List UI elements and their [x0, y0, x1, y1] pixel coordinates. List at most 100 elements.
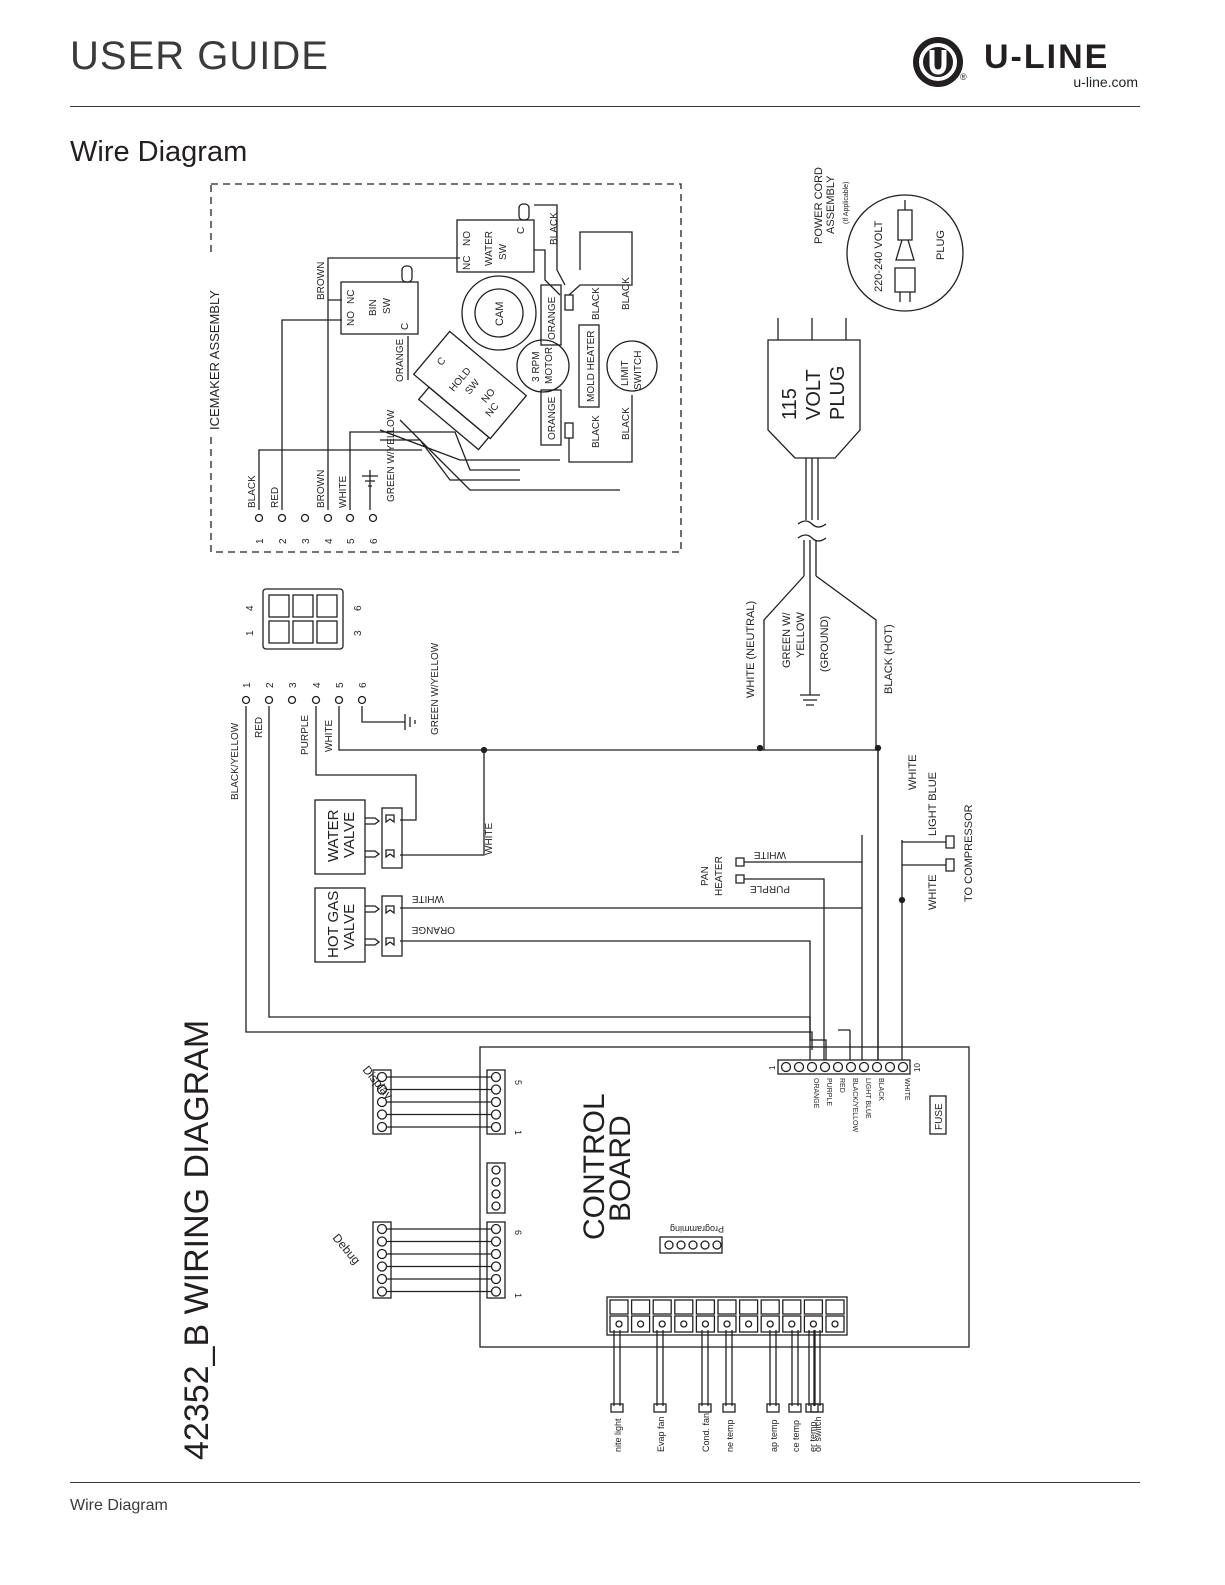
svg-text:PURPLE: PURPLE [750, 883, 790, 894]
svg-text:WHITE (NEUTRAL): WHITE (NEUTRAL) [745, 601, 757, 698]
svg-text:BLACK: BLACK [591, 287, 602, 320]
icemaker-wire-white [349, 431, 520, 510]
hot-gas-valve [314, 887, 403, 963]
svg-text:VALVE: VALVE [341, 812, 358, 858]
harness-wire-green [361, 706, 416, 730]
footer-label: Wire Diagram [70, 1497, 168, 1514]
harness-wire-black-yellow [245, 706, 813, 1050]
control-terminal [897, 1061, 909, 1073]
icemaker-wire-label: BLACK [247, 475, 258, 508]
svg-text:PLUG: PLUG [827, 366, 849, 420]
terminal-label: 4 [324, 538, 335, 544]
svg-text:BIN: BIN [368, 299, 379, 316]
svg-text:BLACK/YELLOW: BLACK/YELLOW [230, 722, 241, 800]
svg-text:WHITE: WHITE [907, 755, 919, 790]
u-line-logo-icon [913, 37, 963, 87]
programming-header [659, 1236, 723, 1254]
power-plug-115v [767, 318, 861, 459]
svg-text:WATER: WATER [484, 231, 495, 266]
control-terminal [806, 1061, 818, 1073]
svg-text:Display: Display [360, 1063, 396, 1102]
harness-wire-purple [315, 706, 417, 821]
svg-text:220-240 VOLT: 220-240 VOLT [873, 220, 885, 292]
svg-text:Debug: Debug [330, 1231, 363, 1267]
diagram-title: 42352_B WIRING DIAGRAM [178, 1020, 216, 1460]
svg-text:6: 6 [353, 605, 364, 611]
terminal-label: 6 [369, 538, 380, 544]
svg-text:5: 5 [513, 1080, 523, 1085]
svg-text:(GROUND): (GROUND) [819, 616, 831, 672]
svg-text:HOT GAS: HOT GAS [325, 891, 342, 958]
svg-text:C: C [516, 227, 527, 234]
sensor-label: er temp [808, 1421, 818, 1452]
icemaker-wire-bundle [379, 419, 620, 491]
sensor-label: or switch [813, 1416, 823, 1452]
debug-connector [372, 1221, 506, 1299]
svg-text:SWITCH: SWITCH [633, 351, 644, 390]
svg-text:WHITE: WHITE [484, 822, 495, 855]
svg-text:MOLD HEATER: MOLD HEATER [586, 331, 597, 403]
sensor-label: Evap fan [656, 1416, 666, 1452]
svg-text:YELLOW: YELLOW [795, 612, 807, 658]
svg-text:NO: NO [480, 387, 498, 406]
icemaker-wire-label: BROWN [316, 470, 327, 508]
harness-wire-white [338, 706, 879, 1060]
brand-url[interactable]: u-line.com [1073, 74, 1138, 90]
svg-text:CONTROL: CONTROL [578, 1093, 611, 1240]
control-terminal [832, 1061, 844, 1073]
connector-6pin [262, 588, 344, 650]
mold-heater [578, 324, 600, 408]
svg-text:SW: SW [498, 243, 509, 260]
control-terminal [845, 1061, 857, 1073]
svg-text:CAM: CAM [494, 302, 506, 326]
display-connector [372, 1069, 506, 1135]
svg-text:C: C [435, 356, 448, 369]
icemaker-wire-label: GREEN W/YELLOW [386, 409, 397, 502]
power-wire-ground [800, 576, 820, 706]
bin-switch [340, 281, 419, 335]
control-terminal [858, 1061, 870, 1073]
svg-text:NO: NO [346, 311, 357, 326]
svg-text:RED: RED [254, 717, 265, 738]
power-wire-neutral [763, 575, 805, 750]
svg-text:C: C [400, 323, 411, 330]
svg-text:LIGHT BLUE: LIGHT BLUE [927, 772, 939, 836]
svg-text:POWER CORD: POWER CORD [813, 167, 825, 244]
svg-text:WHITE: WHITE [753, 849, 786, 860]
sensor-label: ce temp [791, 1420, 801, 1452]
svg-text:FUSE: FUSE [934, 1103, 945, 1130]
sensor-terminal-block [606, 1296, 848, 1336]
svg-text:MOTOR: MOTOR [544, 347, 555, 384]
control-board [479, 1046, 970, 1348]
control-terminal-label: RED [838, 1078, 845, 1093]
header-divider [70, 106, 1140, 107]
control-terminal [793, 1061, 805, 1073]
sensor-label: ne temp [725, 1419, 735, 1452]
svg-text:WATER: WATER [325, 809, 342, 862]
terminal-label: 6 [358, 682, 369, 688]
icemaker-wire-black [258, 449, 422, 510]
harness-terminal [287, 695, 297, 705]
sensor-label: Cond. fan [701, 1413, 711, 1452]
harness-terminal [311, 695, 321, 705]
control-terminal-label: BLACK/YELLOW [851, 1078, 858, 1132]
icemaker-terminal [277, 513, 287, 523]
svg-text:NC: NC [462, 256, 473, 270]
harness-terminal [264, 695, 274, 705]
terminal-label: 2 [278, 538, 289, 544]
svg-text:NO: NO [462, 231, 473, 246]
icemaker-wire-label: WHITE [338, 475, 349, 508]
icemaker-terminal [345, 513, 355, 523]
sensor-label: ap temp [769, 1419, 779, 1452]
svg-text:1: 1 [513, 1293, 523, 1298]
control-terminal [819, 1061, 831, 1073]
svg-text:PLUG: PLUG [935, 230, 947, 260]
svg-text:BLACK: BLACK [621, 277, 632, 310]
terminal-label: 3 [288, 682, 299, 688]
svg-text:WHITE: WHITE [927, 875, 939, 910]
icemaker-terminal [368, 513, 378, 523]
svg-text:HEATER: HEATER [714, 856, 725, 896]
harness-terminal [241, 695, 251, 705]
